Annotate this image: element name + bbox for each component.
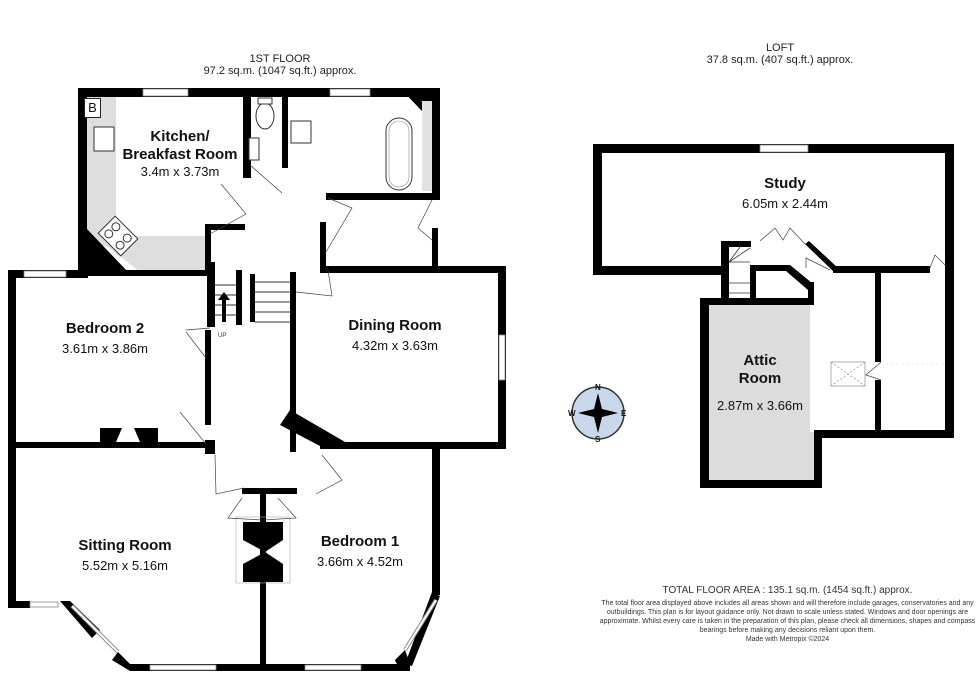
compass-east: E — [621, 409, 627, 418]
stairs-loft — [728, 246, 751, 294]
hob-icon — [97, 215, 139, 257]
toilet-icon — [255, 102, 275, 130]
room-attic-name-2: Room — [738, 370, 782, 387]
room-bedroom2: Bedroom 2 3.61m x 3.86m — [40, 320, 170, 357]
room-study: Study 6.05m x 2.44m — [720, 175, 850, 212]
compass-icon — [571, 386, 625, 440]
fireplace-sitting-bedroom1 — [235, 516, 291, 584]
room-bedroom2-name: Bedroom 2 — [65, 320, 145, 337]
room-kitchen-dims: 3.4m x 3.73m — [140, 164, 220, 179]
first-floor-title: 1ST FLOOR 97.2 sq.m. (1047 sq.ft.) appro… — [180, 53, 380, 77]
room-bedroom1-dims: 3.66m x 4.52m — [317, 554, 403, 569]
room-bedroom2-dims: 3.61m x 3.86m — [62, 341, 148, 356]
room-dining-name: Dining Room — [348, 317, 442, 334]
attic-fill — [709, 300, 820, 480]
room-bedroom1-name: Bedroom 1 — [320, 533, 400, 550]
room-kitchen: Kitchen/ Breakfast Room 3.4m x 3.73m — [110, 128, 250, 180]
first-floor-name: 1ST FLOOR — [249, 53, 311, 65]
loft-name: LOFT — [765, 42, 795, 54]
basin-icon — [290, 120, 312, 144]
room-attic: Attic Room 2.87m x 3.66m — [705, 352, 815, 414]
room-study-dims: 6.05m x 2.44m — [742, 196, 828, 211]
windows-first-floor — [23, 88, 506, 671]
room-bedroom1: Bedroom 1 3.66m x 4.52m — [295, 533, 425, 570]
skylight-icon — [830, 361, 866, 387]
boiler-symbol: B — [84, 98, 101, 118]
room-attic-dims: 2.87m x 3.66m — [717, 398, 803, 413]
fireplace-bedroom2 — [100, 428, 158, 442]
door-swings — [179, 164, 433, 521]
total-floor-area: TOTAL FLOOR AREA : 135.1 sq.m. (1454 sq.… — [662, 585, 913, 596]
made-with-credit: Made with Metropix ©2024 — [745, 636, 830, 643]
kitchen-sink-icon — [93, 126, 115, 152]
loft-area: 37.8 sq.m. (407 sq.ft.) approx. — [706, 54, 854, 66]
loft-title: LOFT 37.8 sq.m. (407 sq.ft.) approx. — [680, 42, 880, 66]
compass-south: S — [595, 435, 601, 444]
stairs-up-label: UP — [218, 333, 227, 339]
disclaimer-text: The total floor area displayed above inc… — [599, 600, 976, 634]
room-sitting-dims: 5.52m x 5.16m — [82, 558, 168, 573]
room-kitchen-name-1: Kitchen/ — [150, 128, 210, 145]
kitchen-units — [86, 96, 205, 272]
bath-icon — [385, 117, 413, 191]
room-study-name: Study — [764, 175, 806, 192]
room-sitting-name: Sitting Room — [78, 537, 172, 554]
first-floor-plan — [8, 88, 506, 671]
room-dining-dims: 4.32m x 3.63m — [352, 338, 438, 353]
room-attic-name-1: Attic — [743, 352, 777, 369]
room-kitchen-name-2: Breakfast Room — [122, 146, 238, 163]
compass-north: N — [595, 383, 601, 392]
room-sitting: Sitting Room 5.52m x 5.16m — [60, 537, 190, 574]
first-floor-area: 97.2 sq.m. (1047 sq.ft.) approx. — [203, 65, 357, 77]
loft-door-swings — [759, 227, 946, 381]
footer-notes: TOTAL FLOOR AREA : 135.1 sq.m. (1454 sq.… — [595, 585, 980, 644]
stairs-up-arrow-icon — [218, 292, 230, 322]
loft-plan — [593, 144, 954, 488]
room-dining: Dining Room 4.32m x 3.63m — [320, 317, 470, 354]
compass-west: W — [568, 409, 576, 418]
